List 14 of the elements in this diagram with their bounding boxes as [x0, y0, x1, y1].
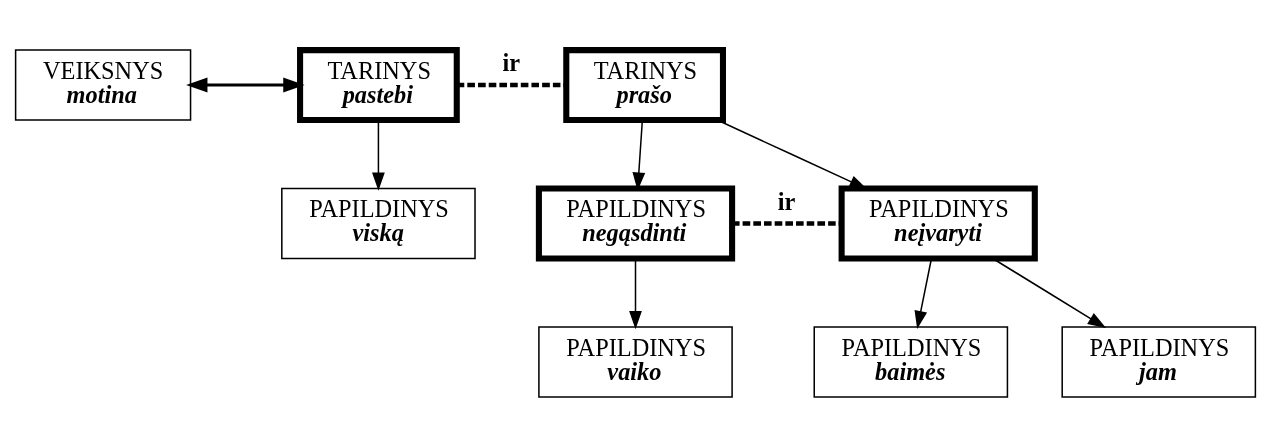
- node-box: PAPILDINYS baimės: [813, 325, 1009, 398]
- connector: [732, 220, 842, 226]
- edge-label: ir: [777, 187, 796, 215]
- node-box: PAPILDINYS negąsdinti: [535, 184, 736, 262]
- node-box: PAPILDINYS vaiko: [538, 325, 733, 398]
- node-box: VEIKSNYS motina: [14, 48, 192, 121]
- edge-label: ir: [502, 48, 520, 76]
- node-box: PAPILDINYS viską: [281, 187, 476, 259]
- node-box: TARINYS prašo: [563, 46, 726, 123]
- node-box: PAPILDINYS jam: [1061, 325, 1257, 398]
- node-box: TARINYS pastebi: [297, 46, 460, 123]
- node-box: PAPILDINYS neįvaryti: [838, 184, 1038, 262]
- arrow: [186, 77, 305, 93]
- connector: [456, 82, 566, 87]
